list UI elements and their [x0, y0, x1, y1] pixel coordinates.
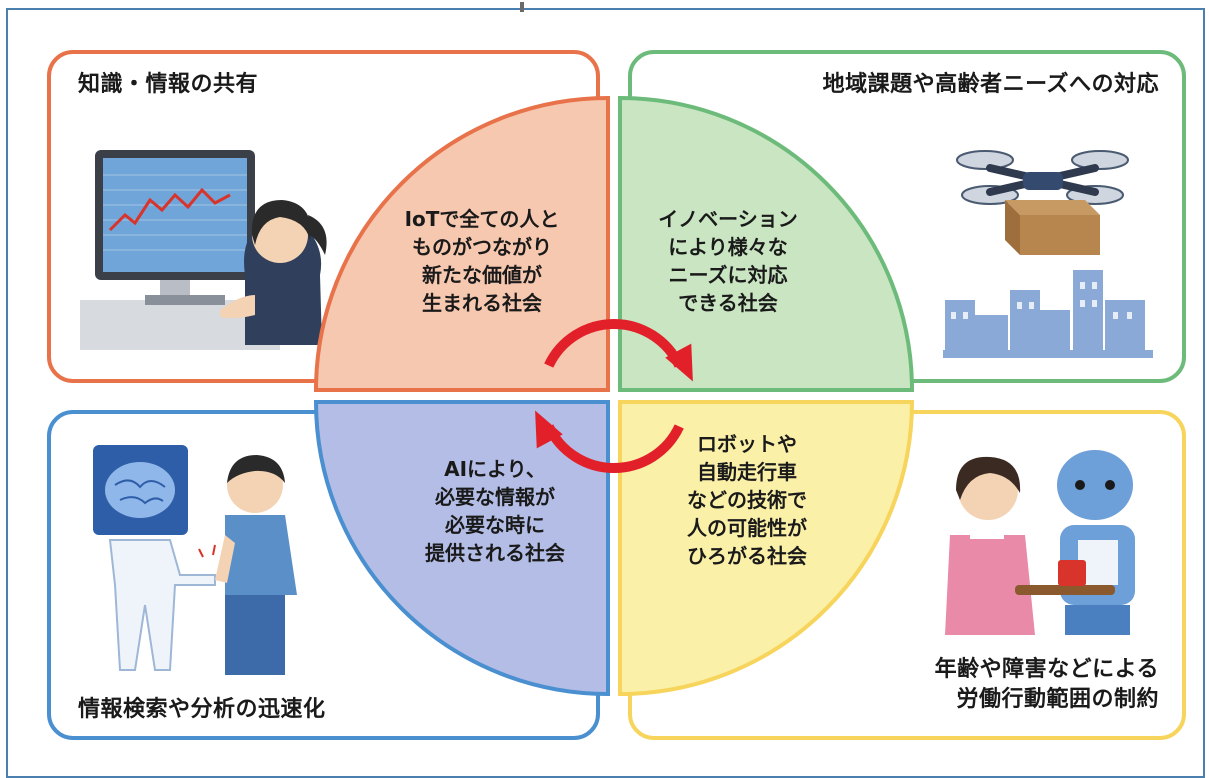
- cycle-arrowhead-bottom: [535, 410, 563, 449]
- card-title-bottom-right-line2: 労働行動範囲の制約: [956, 686, 1159, 712]
- quadrant-text-line: により様々な: [668, 235, 788, 259]
- quadrant-text-line: IoTで全ての人と: [404, 207, 560, 231]
- drone-delivery-illustration: [943, 150, 1153, 358]
- quadrant-text-line: ひろがる社会: [687, 544, 807, 568]
- card-title-bottom-left: 情報検索や分析の迅速化: [78, 697, 326, 722]
- card-title-top-right: 地域課題や高齢者ニーズへの対応: [822, 72, 1159, 97]
- quadrant-text-line: できる社会: [678, 291, 778, 315]
- cycle-arrow-bottom: [544, 424, 684, 473]
- quadrant-text-top-left: IoTで全ての人と ものがつながり 新たな価値が 生まれる社会: [392, 205, 572, 317]
- quadrant-text-line: ロボットや: [697, 432, 797, 456]
- card-title-bottom-right-line1: 年齢や障害などによる: [934, 657, 1159, 682]
- quadrant-text-top-right: イノベーション により様々な ニーズに対応 できる社会: [638, 205, 818, 317]
- quadrant-text-line: ニーズに対応: [668, 263, 788, 287]
- quadrant-text-line: 必要な時に: [445, 513, 545, 537]
- quadrant-text-line: 提供される社会: [425, 541, 565, 565]
- ai-handshake-illustration: [93, 445, 297, 675]
- cycle-arrows-icon: [535, 319, 693, 473]
- quadrant-text-bottom-right: ロボットや 自動走行車 などの技術で 人の可能性が ひろがる社会: [662, 430, 832, 570]
- quadrant-text-line: イノベーション: [658, 207, 798, 231]
- quadrant-text-line: 必要な情報が: [435, 485, 555, 509]
- cycle-arrow-top: [544, 319, 684, 368]
- quadrant-bottom-left: [313, 400, 610, 697]
- quadrant-text-line: AIにより、: [444, 457, 546, 481]
- quadrant-text-line: 生まれる社会: [422, 291, 542, 315]
- card-title-bottom-right: 年齢や障害などによる 労働行動範囲の制約: [935, 655, 1159, 714]
- quadrant-top-right: [618, 95, 915, 392]
- quadrant-top-left: [313, 95, 610, 392]
- quadrant-text-line: などの技術で: [687, 488, 807, 512]
- quadrant-text-bottom-left: AIにより、 必要な情報が 必要な時に 提供される社会: [405, 455, 585, 567]
- quadrant-text-line: 人の可能性が: [687, 516, 807, 540]
- card-title-top-left: 知識・情報の共有: [78, 72, 259, 97]
- robot-serving-illustration: [945, 450, 1135, 635]
- cycle-arrowhead-top: [665, 343, 693, 382]
- quadrant-bottom-right: [618, 400, 915, 697]
- quadrant-text-line: ものがつながり: [412, 235, 552, 259]
- top-notch: [520, 2, 524, 12]
- quadrant-text-line: 自動走行車: [697, 460, 797, 484]
- quadrant-text-line: 新たな価値が: [422, 263, 542, 287]
- woman-at-computer-illustration: [80, 150, 327, 350]
